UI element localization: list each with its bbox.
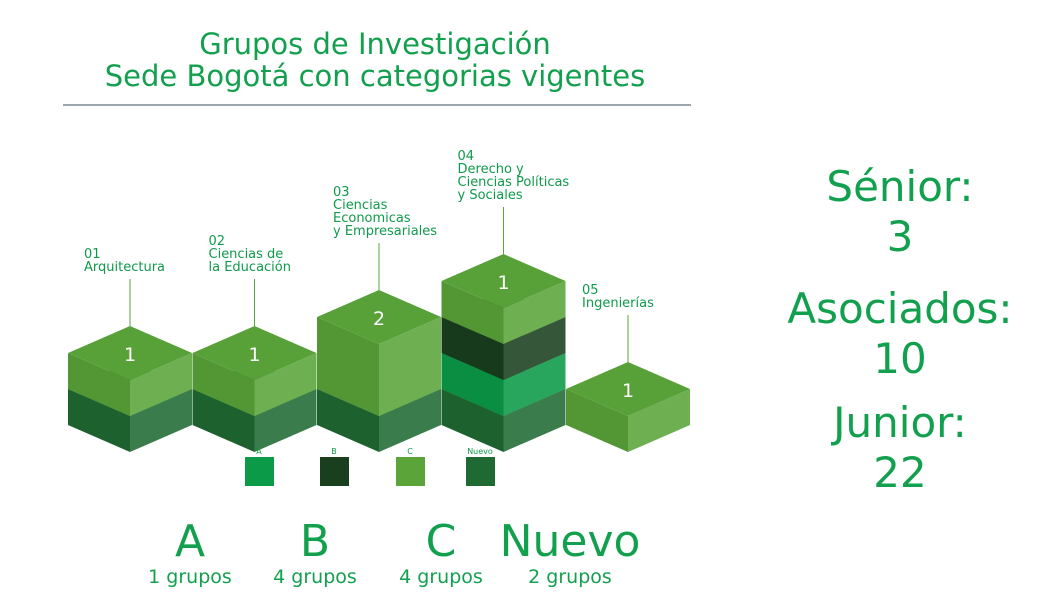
category-number: 01	[84, 247, 101, 262]
category-number: 02	[209, 234, 226, 249]
cell-value-label: 1	[124, 344, 136, 366]
hex-right-face	[503, 281, 566, 344]
total-label: Sénior:	[826, 162, 974, 211]
total-value: 3	[886, 212, 914, 261]
title-divider	[63, 104, 691, 106]
summary-count: 4 grupos	[399, 566, 483, 588]
hex-top-face	[566, 362, 690, 416]
hex-left-face	[441, 317, 504, 380]
legend-item-B: B	[320, 447, 349, 486]
hex-left-face	[441, 353, 504, 416]
cell-value-label: 1	[248, 344, 260, 366]
summary-C: C 4 grupos	[388, 516, 494, 589]
hex-left-face	[317, 389, 379, 452]
summary-Nuevo: Nuevo 2 grupos	[498, 516, 642, 589]
total-senior: Sénior: 3	[770, 162, 1030, 262]
hex-cell-C: 1	[566, 362, 690, 452]
total-value: 10	[873, 334, 927, 383]
hex-left-face	[441, 389, 504, 452]
summary-B: B 4 grupos	[263, 516, 367, 589]
cell-value-label: 1	[622, 380, 634, 402]
hex-right-face	[379, 317, 441, 416]
summary-letter: B	[299, 516, 331, 567]
summary-letter: C	[425, 516, 457, 567]
legend-label: B	[331, 447, 337, 456]
category-number: 05	[582, 283, 599, 298]
hex-cell-C: 1	[68, 326, 192, 416]
category-label: Ciencias de	[209, 247, 284, 262]
summary-letter: Nuevo	[499, 516, 641, 567]
hex-top-face	[441, 254, 566, 308]
legend-item-A: A	[245, 447, 274, 486]
legend-swatch	[396, 457, 425, 486]
legend-label: Nuevo	[467, 447, 493, 456]
summary-count: 4 grupos	[273, 566, 357, 588]
hex-right-face	[503, 353, 566, 416]
summary-count: 2 grupos	[528, 566, 612, 588]
title-line-2: Sede Bogotá con categorias vigentes	[104, 59, 646, 93]
legend-swatch	[320, 457, 349, 486]
total-label: Junior:	[833, 398, 967, 447]
category-label: Derecho y	[458, 162, 525, 177]
hex-right-face	[628, 389, 690, 452]
hex-left-face	[192, 353, 255, 416]
cell-value-label: 1	[497, 272, 509, 294]
hex-left-face	[566, 389, 628, 452]
hex-right-face	[503, 317, 566, 380]
category-label: Ingenierías	[582, 296, 654, 311]
hex-right-face	[254, 353, 317, 416]
category-number: 03	[333, 185, 350, 200]
category-number: 04	[458, 149, 475, 164]
summary-A: A 1 grupos	[140, 516, 240, 589]
legend-swatch	[245, 457, 274, 486]
total-label: Asociados:	[787, 284, 1013, 333]
column-03: 1203CienciasEconomicasy Empresariales	[317, 185, 441, 452]
hex-top-face	[192, 326, 317, 380]
legend-item-C: C	[396, 447, 425, 486]
hex-left-face	[317, 317, 379, 416]
legend-label: A	[256, 447, 262, 456]
category-label: Economicas	[333, 211, 411, 226]
category-label: y Sociales	[458, 188, 523, 203]
cell-value-label: 2	[373, 308, 385, 330]
hex-top-face	[317, 290, 441, 344]
hex-top-face	[68, 326, 192, 380]
page-title: Grupos de Investigación Sede Bogotá con …	[60, 28, 690, 92]
title-line-1: Grupos de Investigación	[199, 27, 551, 61]
category-label: y Empresariales	[333, 224, 437, 239]
legend-item-Nuevo: Nuevo	[466, 447, 495, 486]
legend-swatch	[466, 457, 495, 486]
hex-left-face	[68, 353, 130, 416]
category-label: Arquitectura	[84, 260, 165, 275]
hex-left-face	[441, 281, 504, 344]
legend-label: C	[407, 447, 413, 456]
summary-letter: A	[174, 516, 206, 567]
total-asociados: Asociados: 10	[770, 284, 1030, 384]
hex-cell-C: 2	[317, 290, 441, 416]
hex-right-face	[379, 389, 441, 452]
hex-right-face	[130, 353, 192, 416]
total-value: 22	[873, 448, 927, 497]
category-label: Ciencias Políticas	[458, 175, 570, 190]
hex-cell-C: 1	[192, 326, 317, 416]
hex-right-face	[130, 389, 192, 452]
total-junior: Junior: 22	[770, 398, 1030, 498]
hex-left-face	[68, 389, 130, 452]
hex-right-face	[503, 389, 566, 452]
hex-right-face	[254, 389, 317, 452]
hex-left-face	[192, 389, 255, 452]
summary-count: 1 grupos	[148, 566, 232, 588]
category-label: Ciencias	[333, 198, 388, 213]
category-label: la Educación	[209, 260, 291, 275]
column-01: 1101Arquitectura	[68, 247, 192, 452]
hex-cell-C: 1	[441, 254, 566, 344]
